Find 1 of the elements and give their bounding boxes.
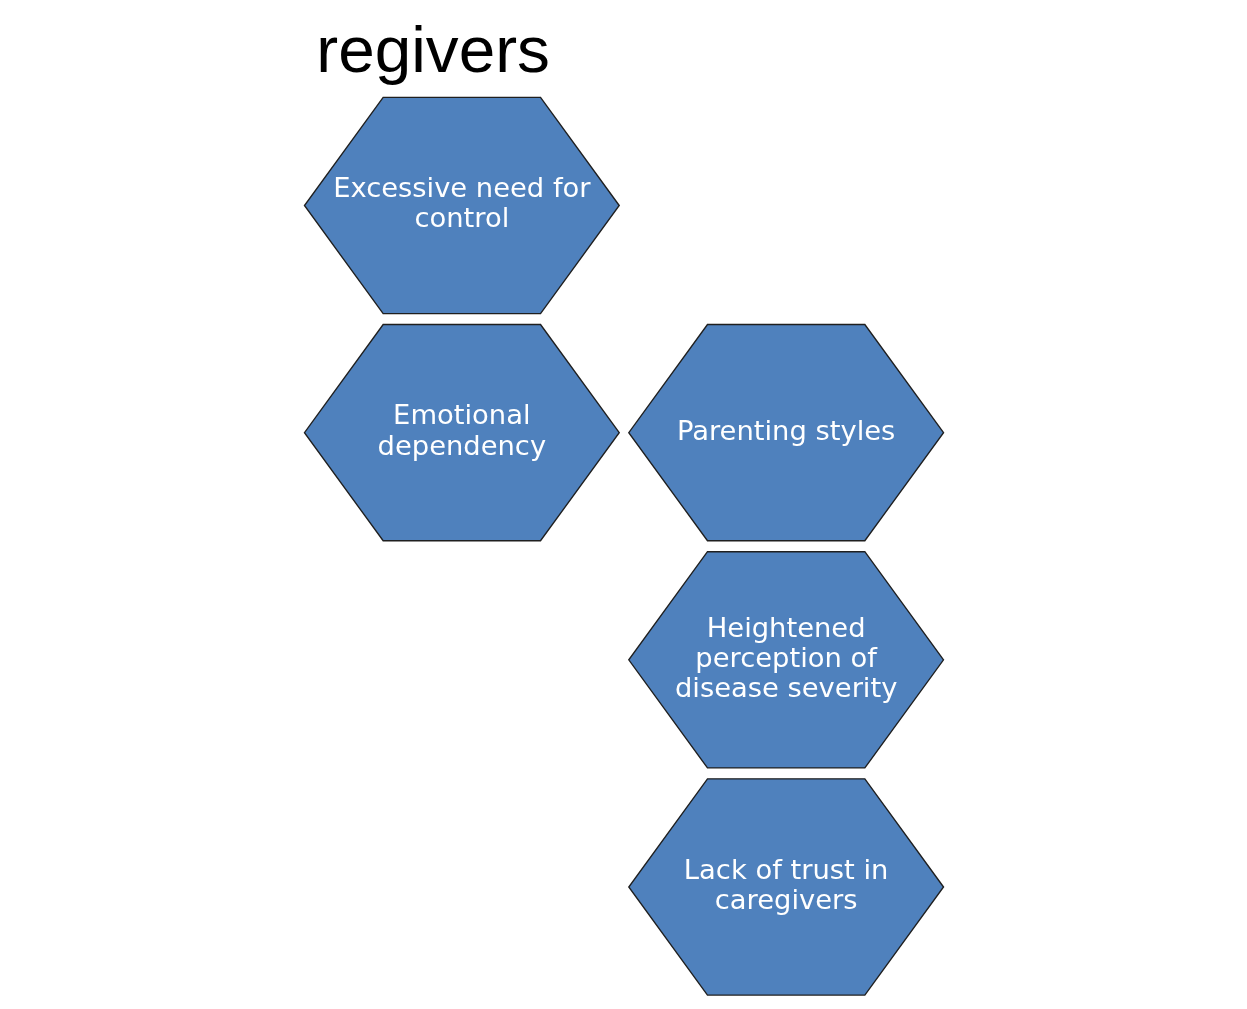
diagram-title: regivers — [315, 12, 550, 86]
